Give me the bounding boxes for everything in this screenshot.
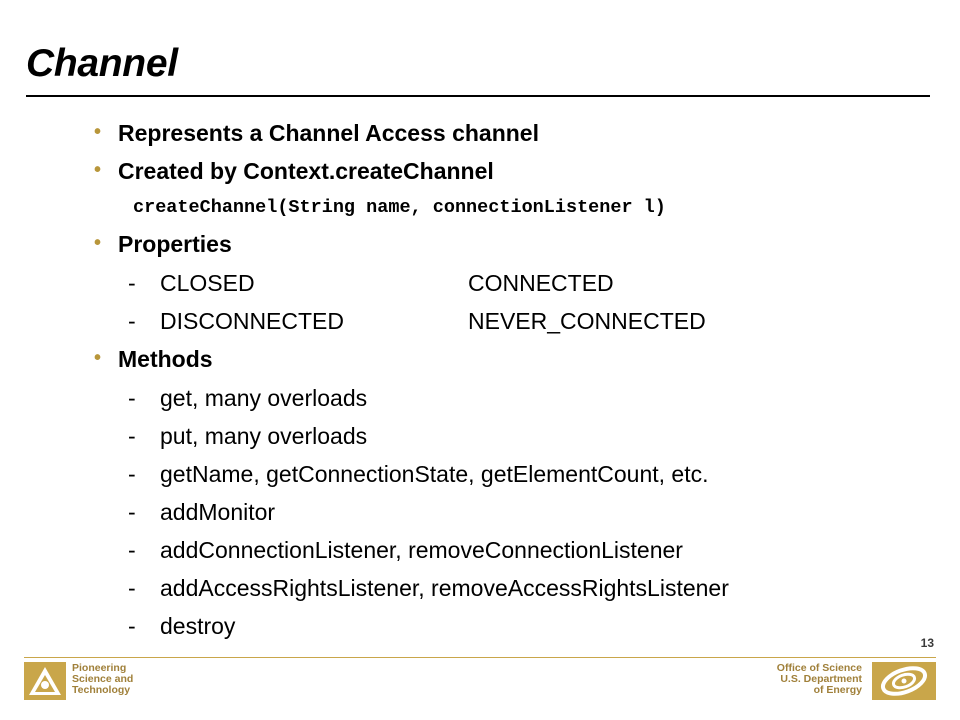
dash-marker: - — [128, 461, 136, 487]
method-item: -getName, getConnectionState, getElement… — [128, 459, 709, 489]
doe-logo-icon — [872, 662, 936, 700]
method-item: -addMonitor — [128, 497, 275, 527]
title-underline — [26, 95, 930, 97]
dash-marker: - — [128, 575, 136, 601]
property-left: DISCONNECTED — [160, 308, 345, 334]
footer-left-line: Pioneering — [72, 662, 127, 674]
dash-marker: - — [128, 499, 136, 525]
method-text: addAccessRightsListener, removeAccessRig… — [160, 575, 729, 601]
dash-marker: - — [128, 423, 136, 449]
page-number: 13 — [920, 636, 934, 650]
bullet-item: • Represents a Channel Access channel — [94, 118, 539, 148]
method-item: -addConnectionListener, removeConnection… — [128, 535, 683, 565]
property-row: -CLOSED CONNECTED — [128, 268, 614, 298]
bullet-text: Methods — [118, 346, 213, 372]
bullet-icon: • — [94, 347, 102, 369]
method-text: get, many overloads — [160, 385, 368, 411]
property-right: CONNECTED — [468, 270, 614, 296]
bullet-item: • Methods — [94, 344, 213, 374]
dash-marker: - — [128, 537, 136, 563]
dash-marker: - — [128, 308, 136, 334]
method-item: -get, many overloads — [128, 383, 367, 413]
property-left: CLOSED — [160, 270, 255, 296]
footer-left-line: Technology — [72, 684, 131, 696]
dash-marker: - — [128, 270, 136, 296]
bullet-icon: • — [94, 159, 102, 181]
bullet-item: • Properties — [94, 229, 232, 259]
dash-marker: - — [128, 613, 136, 639]
method-item: -destroy — [128, 611, 235, 641]
method-text: put, many overloads — [160, 423, 368, 449]
bullet-text: Represents a Channel Access channel — [118, 120, 539, 146]
bullet-icon: • — [94, 121, 102, 143]
dash-marker: - — [128, 385, 136, 411]
footer-right-line: of Energy — [813, 684, 862, 696]
property-right: NEVER_CONNECTED — [468, 308, 706, 334]
footer-left-text: Pioneering Science and Technology — [72, 663, 133, 696]
code-signature: createChannel(String name, connectionLis… — [133, 197, 666, 218]
footer-left-line: Science and — [72, 673, 134, 685]
argonne-logo-icon — [24, 662, 66, 700]
method-text: addConnectionListener, removeConnectionL… — [160, 537, 683, 563]
footer-divider — [24, 657, 936, 658]
method-item: -addAccessRightsListener, removeAccessRi… — [128, 573, 729, 603]
slide-title: Channel — [26, 42, 178, 85]
bullet-item: • Created by Context.createChannel — [94, 156, 494, 186]
method-text: destroy — [160, 613, 236, 639]
footer-right-text: Office of Science U.S. Department of Ene… — [777, 663, 862, 696]
bullet-text: Properties — [118, 231, 232, 257]
method-text: addMonitor — [160, 499, 276, 525]
method-item: -put, many overloads — [128, 421, 367, 451]
property-row: -DISCONNECTED NEVER_CONNECTED — [128, 306, 706, 336]
method-text: getName, getConnectionState, getElementC… — [160, 461, 709, 487]
footer-right-line: U.S. Department — [780, 673, 862, 685]
bullet-icon: • — [94, 232, 102, 254]
bullet-text: Created by Context.createChannel — [118, 158, 494, 184]
footer-right-line: Office of Science — [776, 662, 862, 674]
